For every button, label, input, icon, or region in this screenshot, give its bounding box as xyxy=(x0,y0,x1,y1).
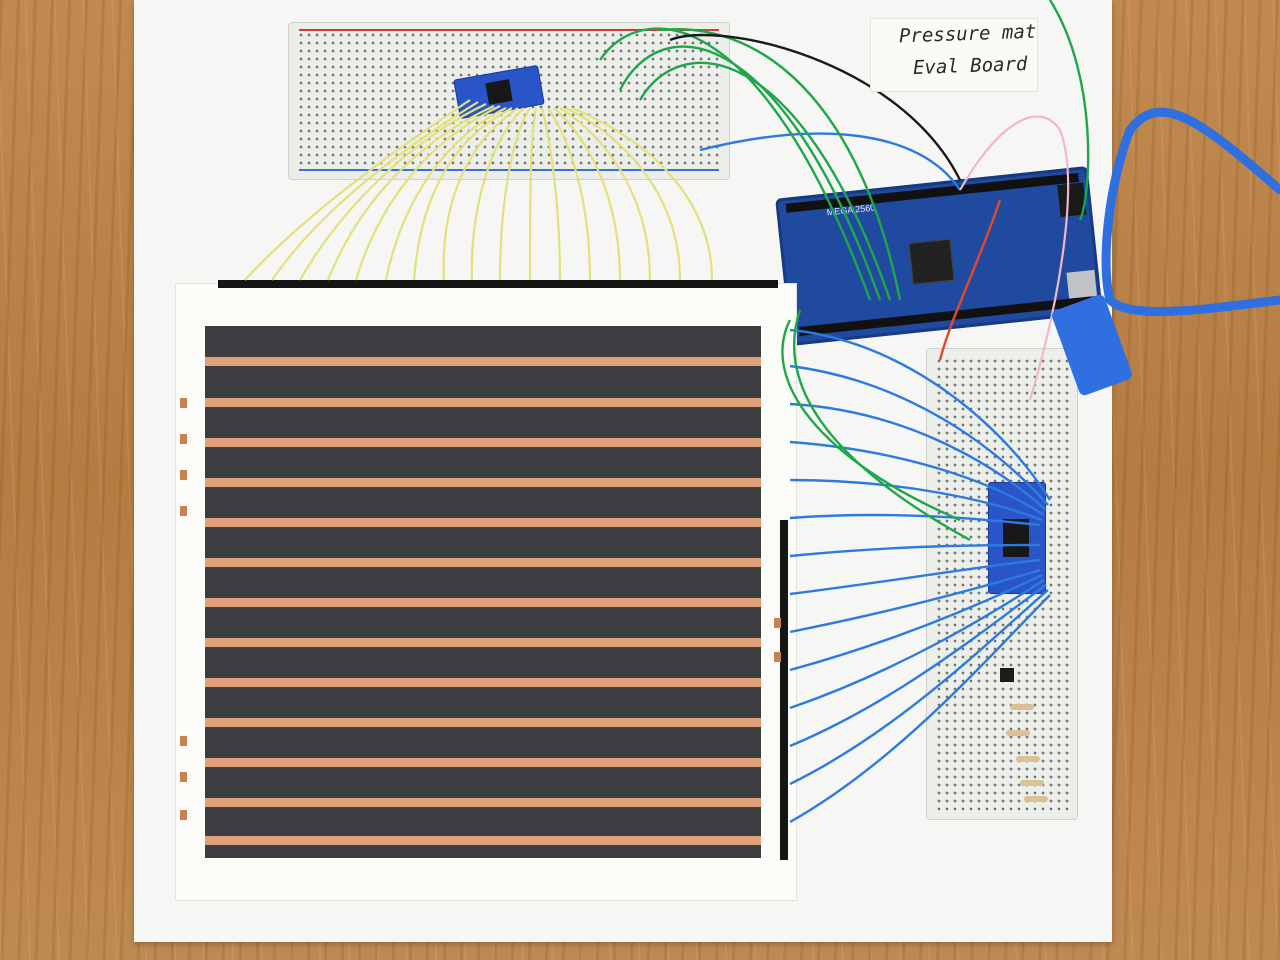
copper-strip xyxy=(205,478,761,487)
pink-wire xyxy=(959,115,1070,401)
mat-top-black-edge xyxy=(218,280,778,288)
copper-tab xyxy=(180,810,187,820)
black-wire xyxy=(669,33,962,181)
copper-strip xyxy=(205,718,761,727)
copper-strip xyxy=(205,798,761,807)
copper-strip xyxy=(205,638,761,647)
copper-tab xyxy=(180,470,187,480)
copper-tab xyxy=(180,506,187,516)
copper-tab xyxy=(180,772,187,782)
copper-strip xyxy=(205,558,761,567)
power-rail-red xyxy=(299,29,719,31)
copper-strip xyxy=(205,438,761,447)
copper-tab xyxy=(180,736,187,746)
copper-strip xyxy=(205,518,761,527)
yellow-wires xyxy=(244,99,714,281)
resistor xyxy=(1010,704,1034,710)
resistor xyxy=(1020,780,1044,786)
copper-tab xyxy=(774,618,781,628)
note-line-2: Eval Board xyxy=(912,53,1028,79)
usb-plug xyxy=(1051,294,1133,396)
copper-strip xyxy=(205,398,761,407)
copper-tab xyxy=(180,398,187,408)
copper-strip xyxy=(205,598,761,607)
mux-chip-right xyxy=(1003,519,1029,557)
copper-strip xyxy=(205,357,761,366)
green-wires xyxy=(599,0,1090,542)
resistor xyxy=(1006,730,1030,736)
copper-tab xyxy=(180,434,187,444)
blue-wires xyxy=(699,132,1052,824)
note-line-1: Pressure mat xyxy=(898,20,1037,48)
copper-tab xyxy=(774,652,781,662)
handwritten-note: Pressure mat Eval Board xyxy=(870,18,1038,92)
resistor xyxy=(1024,796,1048,802)
copper-strip xyxy=(205,836,761,845)
pressure-mat xyxy=(205,326,761,858)
copper-strip xyxy=(205,678,761,687)
push-button xyxy=(1000,668,1014,682)
copper-strip xyxy=(205,758,761,767)
orange-wire xyxy=(938,199,1002,361)
usb-cable xyxy=(1101,107,1280,317)
mat-right-black-edge xyxy=(780,520,788,860)
resistor xyxy=(1016,756,1040,762)
